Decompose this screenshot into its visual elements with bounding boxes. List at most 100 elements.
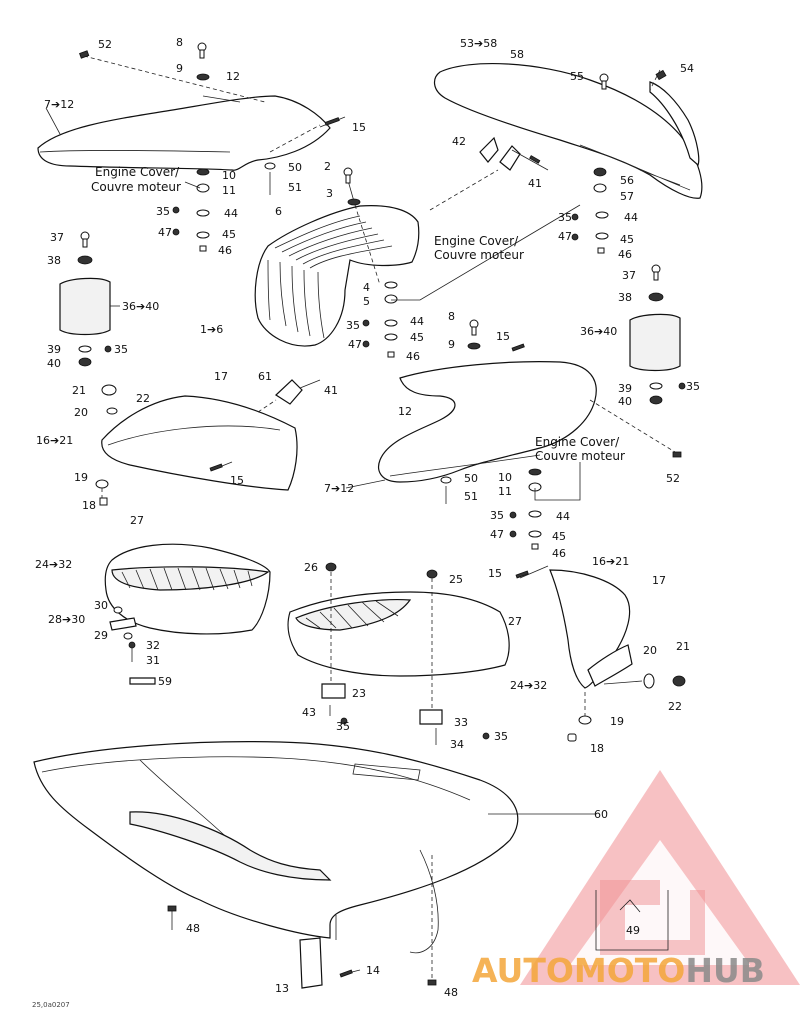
label-44c: 44 — [624, 211, 638, 224]
label-50a: 50 — [288, 161, 302, 174]
label-51b: 51 — [464, 490, 478, 503]
label-4: 4 — [363, 281, 370, 294]
hardware-center — [343, 167, 581, 358]
engine-cover-a-line2: Couvre moteur — [91, 180, 181, 194]
label-13: 13 — [275, 982, 289, 995]
side-panel-right — [515, 565, 686, 742]
drawing-code: 25,0a0207 — [32, 1001, 70, 1009]
label-36b: 36➔40 — [580, 325, 617, 338]
label-44d: 44 — [556, 510, 570, 523]
callout-engine-cover-b: Engine Cover/ Couvre moteur — [434, 234, 524, 262]
label-35d: 35 — [558, 211, 572, 224]
label-20b: 20 — [643, 644, 657, 657]
label-11a: 11 — [222, 184, 236, 197]
label-31: 31 — [146, 654, 160, 667]
label-5358: 53➔58 — [460, 37, 497, 50]
rear-cover-left — [37, 55, 331, 171]
label-6: 6 — [275, 205, 282, 218]
label-37a: 37 — [50, 231, 64, 244]
label-18a: 18 — [82, 499, 96, 512]
label-29: 29 — [94, 629, 108, 642]
label-7b: 7➔12 — [324, 482, 354, 495]
label-47d: 47 — [490, 528, 504, 541]
hardware-topright — [429, 69, 667, 254]
svg-text:Engine Cover/: Engine Cover/ — [535, 435, 620, 449]
svg-text:Couvre moteur: Couvre moteur — [434, 248, 524, 262]
label-44b: 44 — [410, 315, 424, 328]
label-47a: 47 — [158, 226, 172, 239]
svg-text:Couvre moteur: Couvre moteur — [535, 449, 625, 463]
label-12a: 12 — [226, 70, 240, 83]
label-56: 56 — [620, 174, 634, 187]
watermark-logo — [520, 770, 800, 985]
label-1621a: 16➔21 — [36, 434, 73, 447]
label-25: 25 — [449, 573, 463, 586]
label-40a: 40 — [47, 357, 61, 370]
label-48b: 48 — [444, 986, 458, 999]
watermark-hub: HUB — [685, 951, 765, 990]
label-2432a: 24➔32 — [35, 558, 72, 571]
rear-cover-right — [434, 63, 703, 199]
label-35f: 35 — [490, 509, 504, 522]
label-8a: 8 — [176, 36, 183, 49]
label-45b: 45 — [410, 331, 424, 344]
label-52b: 52 — [666, 472, 680, 485]
label-2830: 28➔30 — [48, 613, 85, 626]
label-40b: 40 — [618, 395, 632, 408]
engine-cover-c-line1: Engine Cover/ — [535, 435, 620, 449]
label-41a: 41 — [528, 177, 542, 190]
label-14: 14 — [366, 964, 380, 977]
label-39a: 39 — [47, 343, 61, 356]
label-60: 60 — [594, 808, 608, 821]
label-21a: 21 — [72, 384, 86, 397]
label-35a: 35 — [156, 205, 170, 218]
label-45c: 45 — [620, 233, 634, 246]
label-49: 49 — [626, 924, 640, 937]
label-19a: 19 — [74, 471, 88, 484]
label-39b: 39 — [618, 382, 632, 395]
engine-cover-a-line1: Engine Cover/ — [95, 165, 180, 179]
label-10b: 10 — [498, 471, 512, 484]
label-1621b: 16➔21 — [592, 555, 629, 568]
label-15d: 15 — [488, 567, 502, 580]
label-22b: 22 — [668, 700, 682, 713]
label-47b: 47 — [348, 338, 362, 351]
label-26: 26 — [304, 561, 318, 574]
bracket-left — [59, 231, 120, 367]
label-47c: 47 — [558, 230, 572, 243]
bracket-right — [629, 264, 686, 405]
label-30: 30 — [94, 599, 108, 612]
engine-cover-c-line2: Couvre moteur — [535, 449, 625, 463]
label-7a: 7➔12 — [44, 98, 74, 111]
label-22a: 22 — [136, 392, 150, 405]
rear-cover-middle — [345, 319, 682, 550]
label-1: 1➔6 — [200, 323, 223, 336]
watermark-g-shape — [600, 880, 705, 955]
label-15c: 15 — [230, 474, 244, 487]
label-19b: 19 — [610, 715, 624, 728]
part-labels: 52 8 9 12 7➔12 15 10 11 35 44 47 45 46 5… — [32, 36, 700, 1009]
label-5: 5 — [363, 295, 370, 308]
label-41b: 41 — [324, 384, 338, 397]
label-35c: 35 — [114, 343, 128, 356]
cargo-tub — [33, 741, 669, 989]
label-57: 57 — [620, 190, 634, 203]
label-27a: 27 — [130, 514, 144, 527]
label-59: 59 — [158, 675, 172, 688]
label-43: 43 — [302, 706, 316, 719]
engine-cover-b-line2: Couvre moteur — [434, 248, 524, 262]
label-17b: 17 — [652, 574, 666, 587]
callout-engine-cover-c: Engine Cover/ Couvre moteur — [535, 435, 625, 463]
label-51a: 51 — [288, 181, 302, 194]
watermark-triangle-inner — [570, 840, 750, 965]
label-21b: 21 — [676, 640, 690, 653]
label-36a: 36➔40 — [122, 300, 159, 313]
label-37b: 37 — [622, 269, 636, 282]
label-9a: 9 — [176, 62, 183, 75]
svg-text:AUTOMOTOHUB: AUTOMOTOHUB — [472, 951, 765, 990]
svg-text:Engine Cover/: Engine Cover/ — [95, 165, 180, 179]
seat-cushion-left — [104, 543, 271, 685]
seat-cushion-center — [287, 562, 510, 745]
label-46b: 46 — [406, 350, 420, 363]
